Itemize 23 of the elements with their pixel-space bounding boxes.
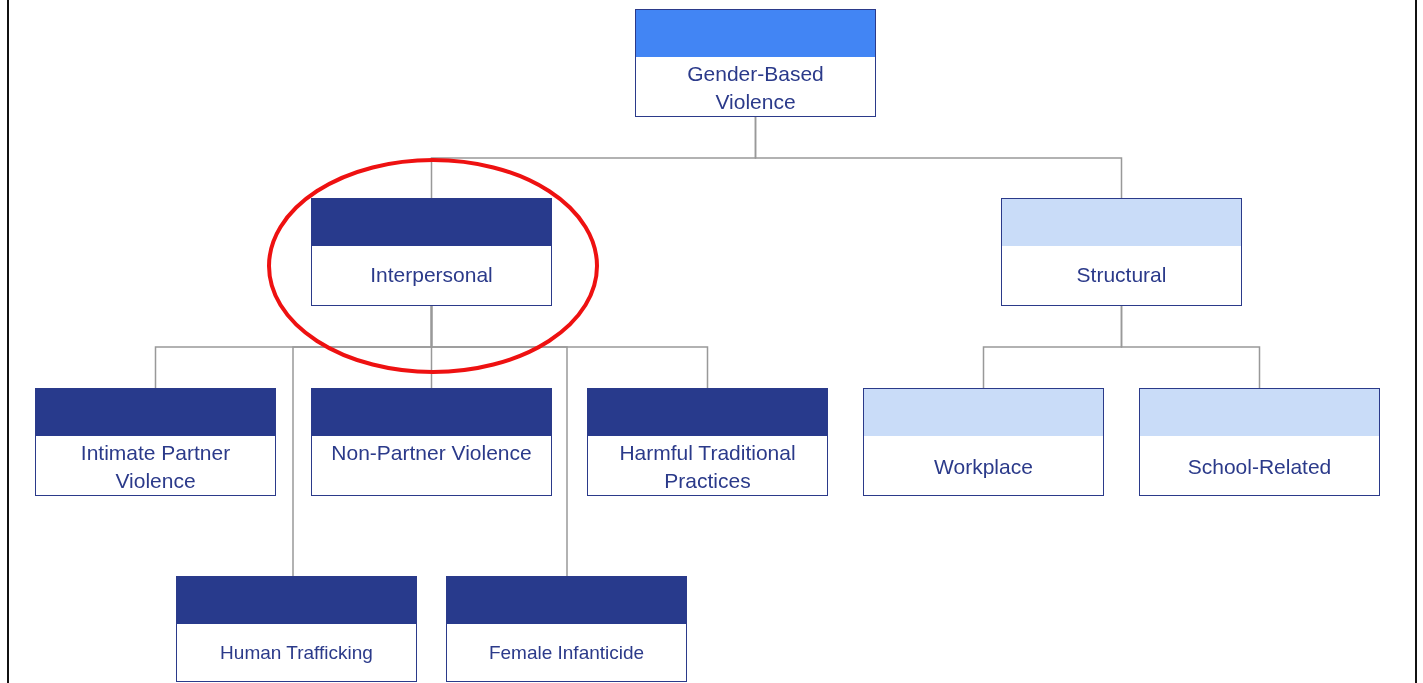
- category-label: Structural: [1076, 262, 1167, 288]
- category-box: [635, 9, 876, 117]
- category-label: Female Infanticide: [488, 641, 645, 665]
- category-label: Harmful Traditional Practices: [618, 440, 797, 494]
- category-box: [311, 198, 552, 306]
- category-label: Gender-Based Violence: [686, 61, 825, 115]
- category-label: Human Trafficking: [220, 641, 373, 665]
- category-box: [863, 388, 1104, 496]
- category-box: [311, 388, 552, 496]
- category-label: Intimate Partner Violence: [79, 440, 232, 494]
- category-box: [587, 388, 828, 496]
- category-label: Interpersonal: [370, 262, 493, 288]
- category-label: Workplace: [934, 454, 1033, 480]
- connector-line: [430, 305, 568, 577]
- category-box: [1001, 198, 1242, 306]
- connector-line: [754, 116, 1123, 199]
- category-box: [1139, 388, 1380, 496]
- connector-line: [1120, 305, 1261, 389]
- category-label: Non-Partner Violence: [331, 440, 532, 466]
- category-box: [35, 388, 276, 496]
- category-box: [446, 576, 687, 682]
- category-box: [176, 576, 417, 682]
- category-label: School-Related: [1187, 454, 1332, 480]
